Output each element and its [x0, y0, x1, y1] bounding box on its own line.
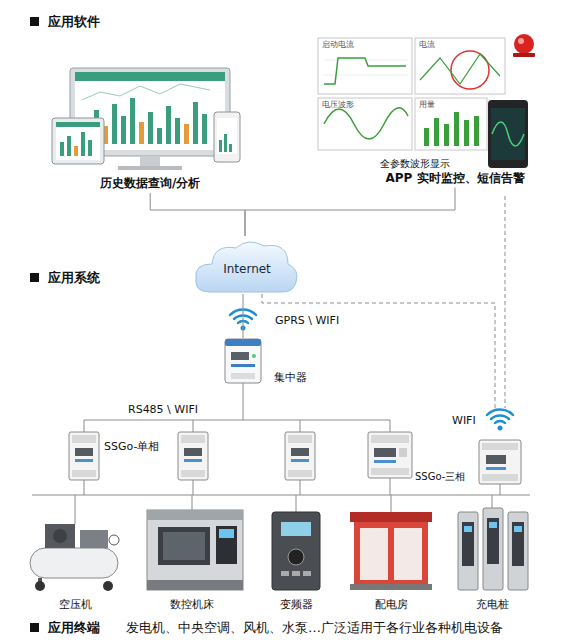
device-label: 变频器: [280, 598, 313, 612]
bullet: [30, 623, 39, 632]
single-phase-meter: [285, 432, 315, 480]
chart-title: 启动电流: [322, 40, 354, 50]
section-heading: 应用终端: [48, 620, 100, 636]
monitor-illustration: [52, 68, 240, 170]
device-label: 数控机床: [166, 596, 218, 614]
device-label: 充电桩: [476, 598, 509, 612]
bullet: [30, 273, 39, 282]
meter-label: SSGo-单相: [104, 440, 159, 454]
single-phase-meter: [69, 432, 99, 480]
single-phase-meter: [178, 432, 208, 480]
waveform-panels: [318, 34, 535, 168]
concentrator-device: [222, 338, 268, 386]
connector-line: [245, 188, 455, 237]
three-phase-meter: [368, 432, 412, 478]
cloud-label: Internet: [192, 262, 302, 277]
software-caption: APP 实时监控、短信告警: [380, 171, 530, 186]
wifi-icon: [498, 426, 503, 431]
device-label: 配电房: [371, 596, 412, 614]
description-text: 发电机、中央空调、风机、水泵…广泛适用于各行业各种机电设备: [126, 620, 503, 636]
chart-title: 电压波形: [322, 100, 354, 110]
chart-title: 用量: [419, 100, 435, 110]
connector-line: [243, 294, 244, 338]
internet-cloud: Internet: [192, 236, 302, 294]
wireless-path: [262, 294, 495, 408]
section-heading: 应用系统: [48, 270, 100, 286]
software-caption: 全参数波形显示APP 实时监控、短信告警: [376, 156, 534, 188]
substation-box: [350, 512, 432, 590]
device-label: 变频器: [276, 596, 317, 614]
link-label: GPRS \ WIFI: [275, 314, 339, 328]
charging-piles: [458, 508, 528, 590]
connector-line: [150, 193, 245, 236]
section-heading: 应用软件: [48, 14, 100, 30]
air-compressor: [30, 524, 119, 591]
frequency-inverter: [272, 512, 320, 590]
link-label: RS485 \ WIFI: [128, 403, 198, 417]
meter-label: SSGo-三相: [415, 471, 465, 484]
concentrator: 集中器: [222, 338, 317, 390]
link-label: WIFI: [452, 414, 476, 428]
device-label: 空压机: [59, 598, 92, 612]
wireless-meter: [479, 440, 521, 484]
wifi-icon: [487, 409, 513, 423]
bullet: [30, 17, 39, 26]
bus-wire: [32, 383, 530, 524]
wireless-path: [505, 196, 506, 408]
device-label: 配电房: [375, 598, 408, 612]
software-caption: 历史数据查询/分析: [96, 174, 204, 193]
software-caption: 全参数波形显示: [380, 158, 450, 171]
device-label: 充电桩: [472, 596, 513, 614]
device-label: 空压机: [55, 596, 96, 614]
device-label: 数控机床: [170, 598, 214, 612]
software-caption: 历史数据查询/分析: [100, 176, 200, 191]
chart-title: 电流: [419, 40, 435, 50]
cnc-machine: [147, 510, 243, 590]
device-label: 集中器: [274, 371, 307, 385]
